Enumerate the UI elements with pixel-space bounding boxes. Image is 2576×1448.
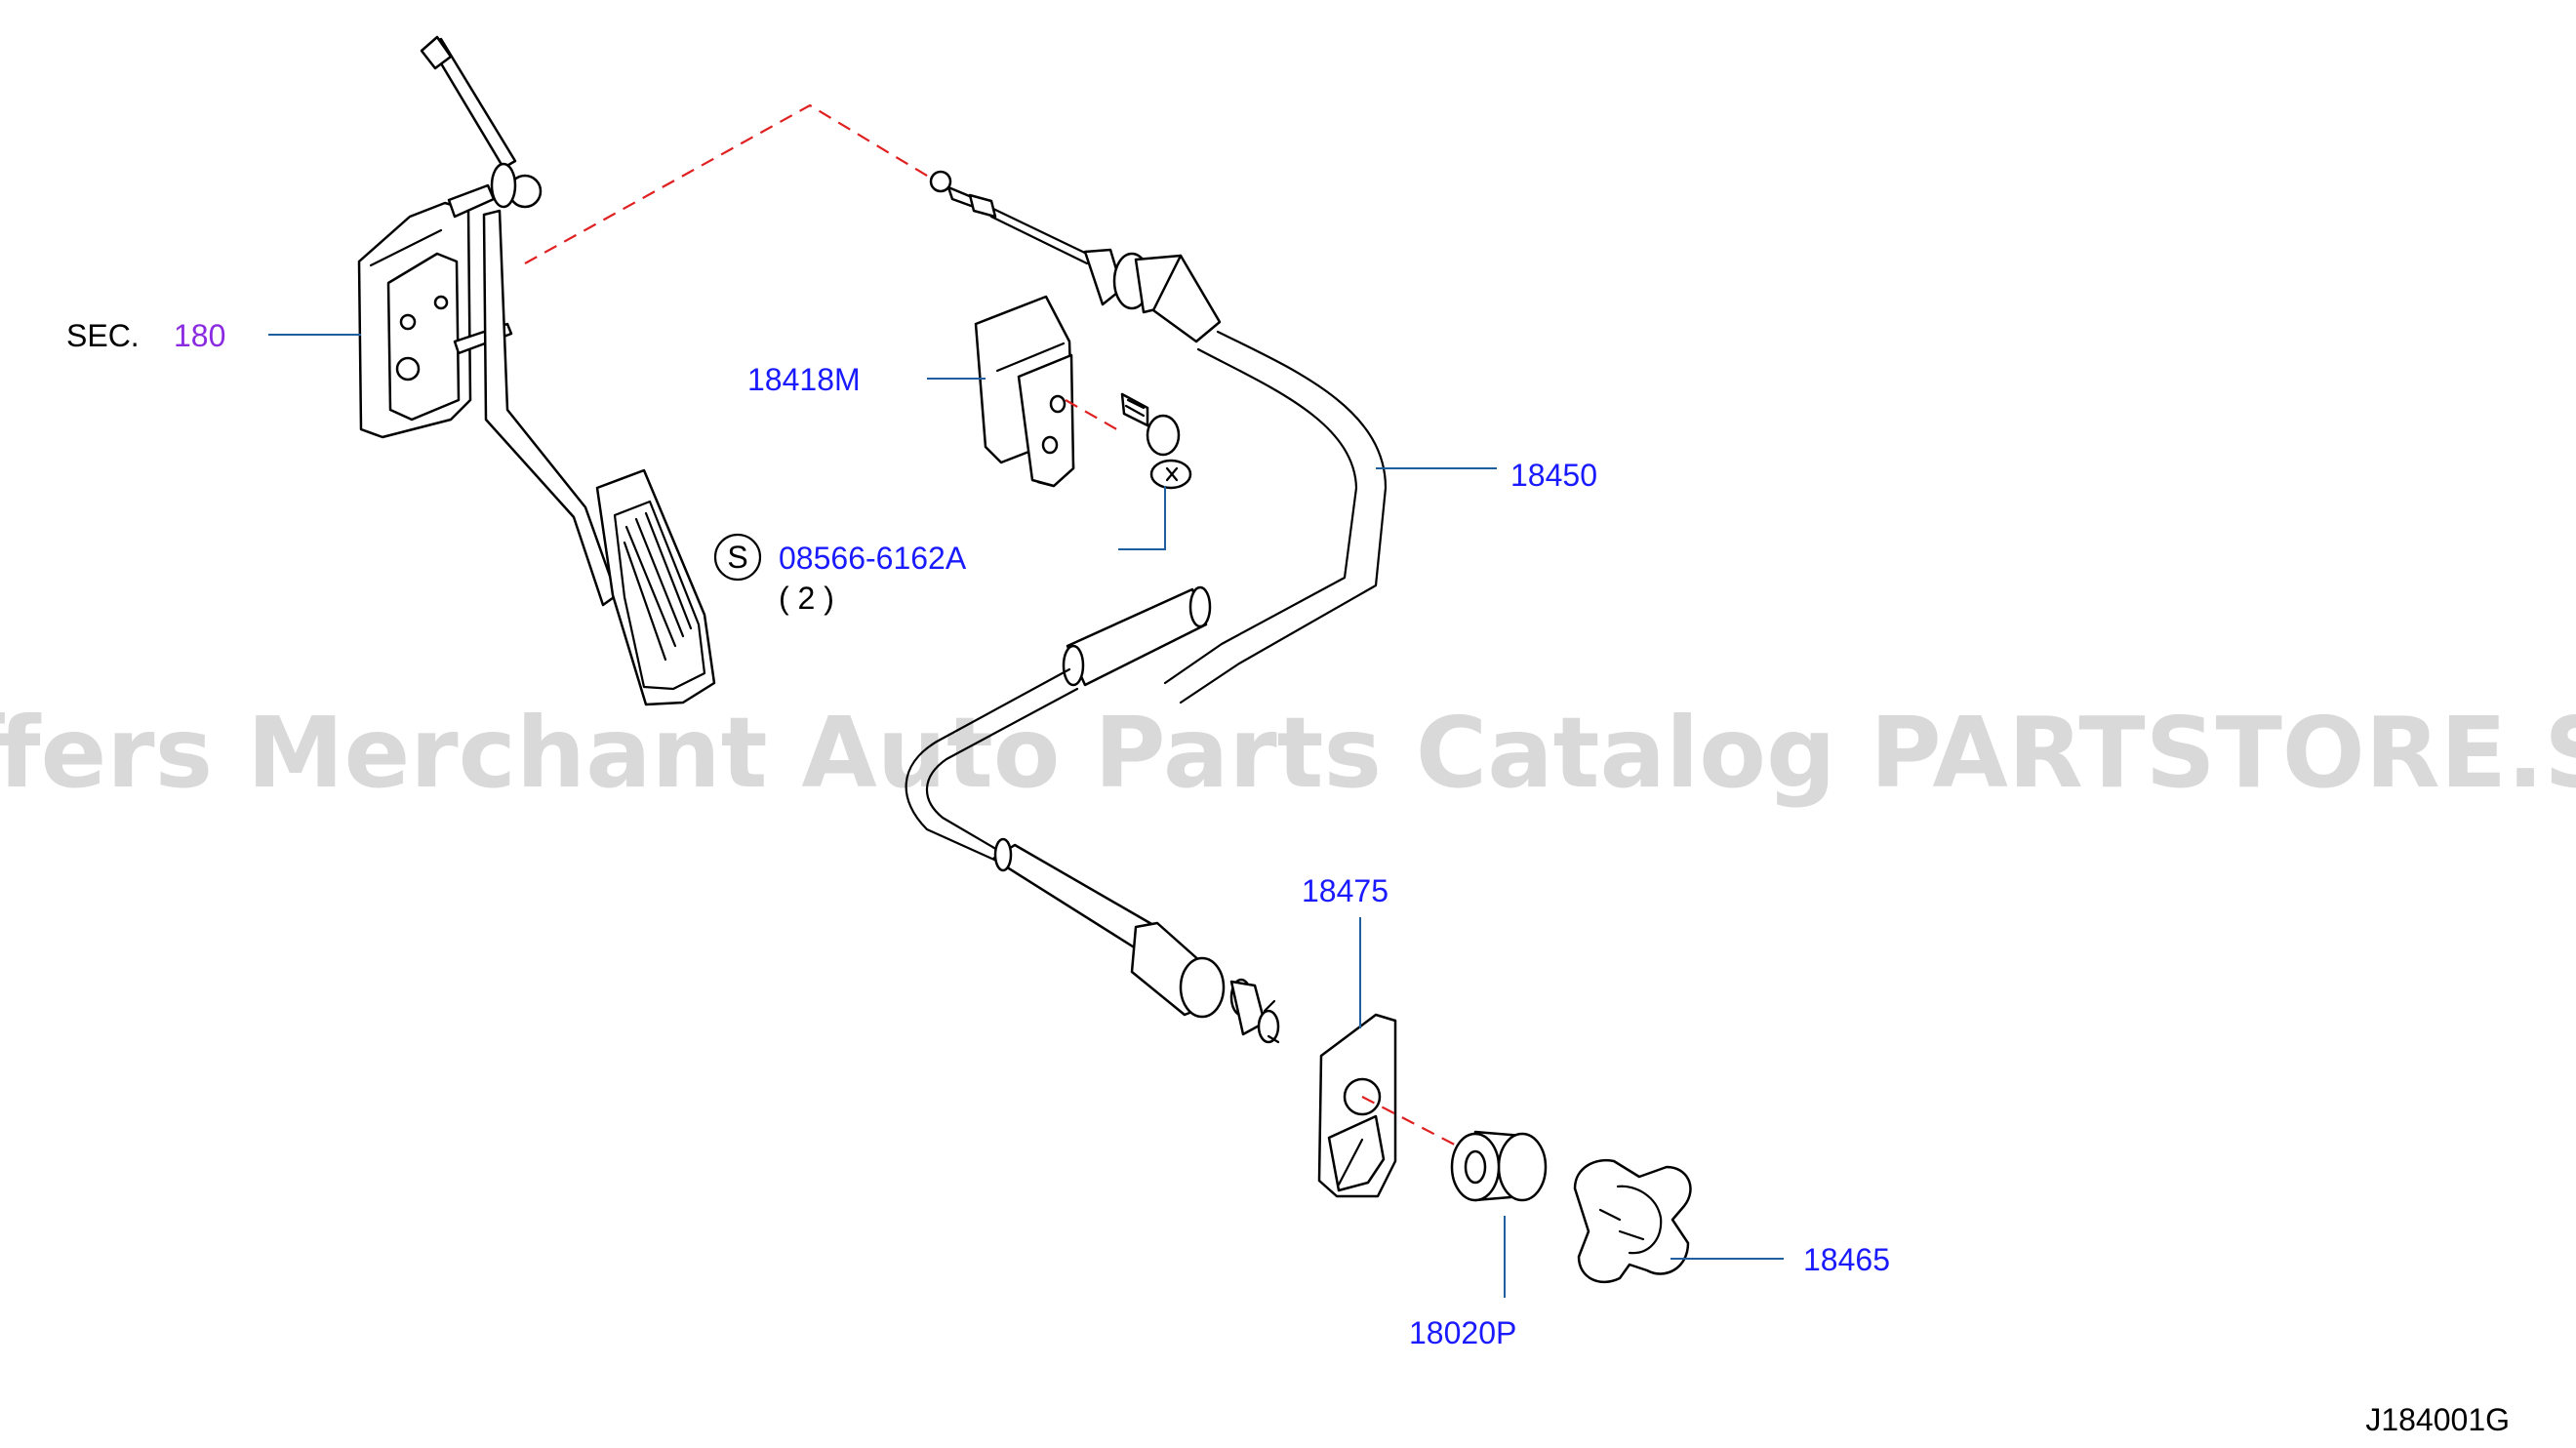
callout-08566-6162a[interactable]: 08566-6162A (779, 541, 967, 576)
phantom-bolt-bracket (1065, 399, 1121, 432)
diagram-code: J184001G (2365, 1402, 2510, 1437)
cable-bracket[interactable] (974, 295, 1121, 488)
leader-lines (268, 334, 1784, 1298)
bolt[interactable] (1120, 392, 1192, 490)
callout-18450[interactable]: 18450 (1510, 458, 1597, 493)
callout-18418m[interactable]: 18418M (747, 362, 861, 397)
callout-18020p[interactable]: 18020P (1409, 1315, 1516, 1350)
section-prefix: SEC. (66, 318, 140, 353)
phantom-plate-grommet (1361, 1096, 1472, 1154)
cable-plate[interactable] (1317, 1013, 1397, 1198)
callout-18475[interactable]: 18475 (1302, 873, 1389, 908)
callout-18465[interactable]: 18465 (1803, 1242, 1890, 1277)
accelerator-pedal-assembly[interactable] (357, 35, 716, 706)
supplied-mark: S (727, 540, 747, 575)
leader-bolt (1118, 486, 1166, 550)
bolt-quantity: ( 2 ) (779, 581, 834, 616)
clip[interactable] (1573, 1158, 1692, 1284)
watermark-text: Offers Merchant Auto Parts Catalog PARTS… (0, 696, 2576, 810)
section-link-180[interactable]: 180 (174, 318, 225, 353)
grommet[interactable] (1450, 1130, 1548, 1202)
accelerator-cable[interactable] (905, 170, 1388, 1044)
supplied-mark-circle (713, 533, 762, 582)
phantom-link-pedal-cable (524, 103, 938, 264)
